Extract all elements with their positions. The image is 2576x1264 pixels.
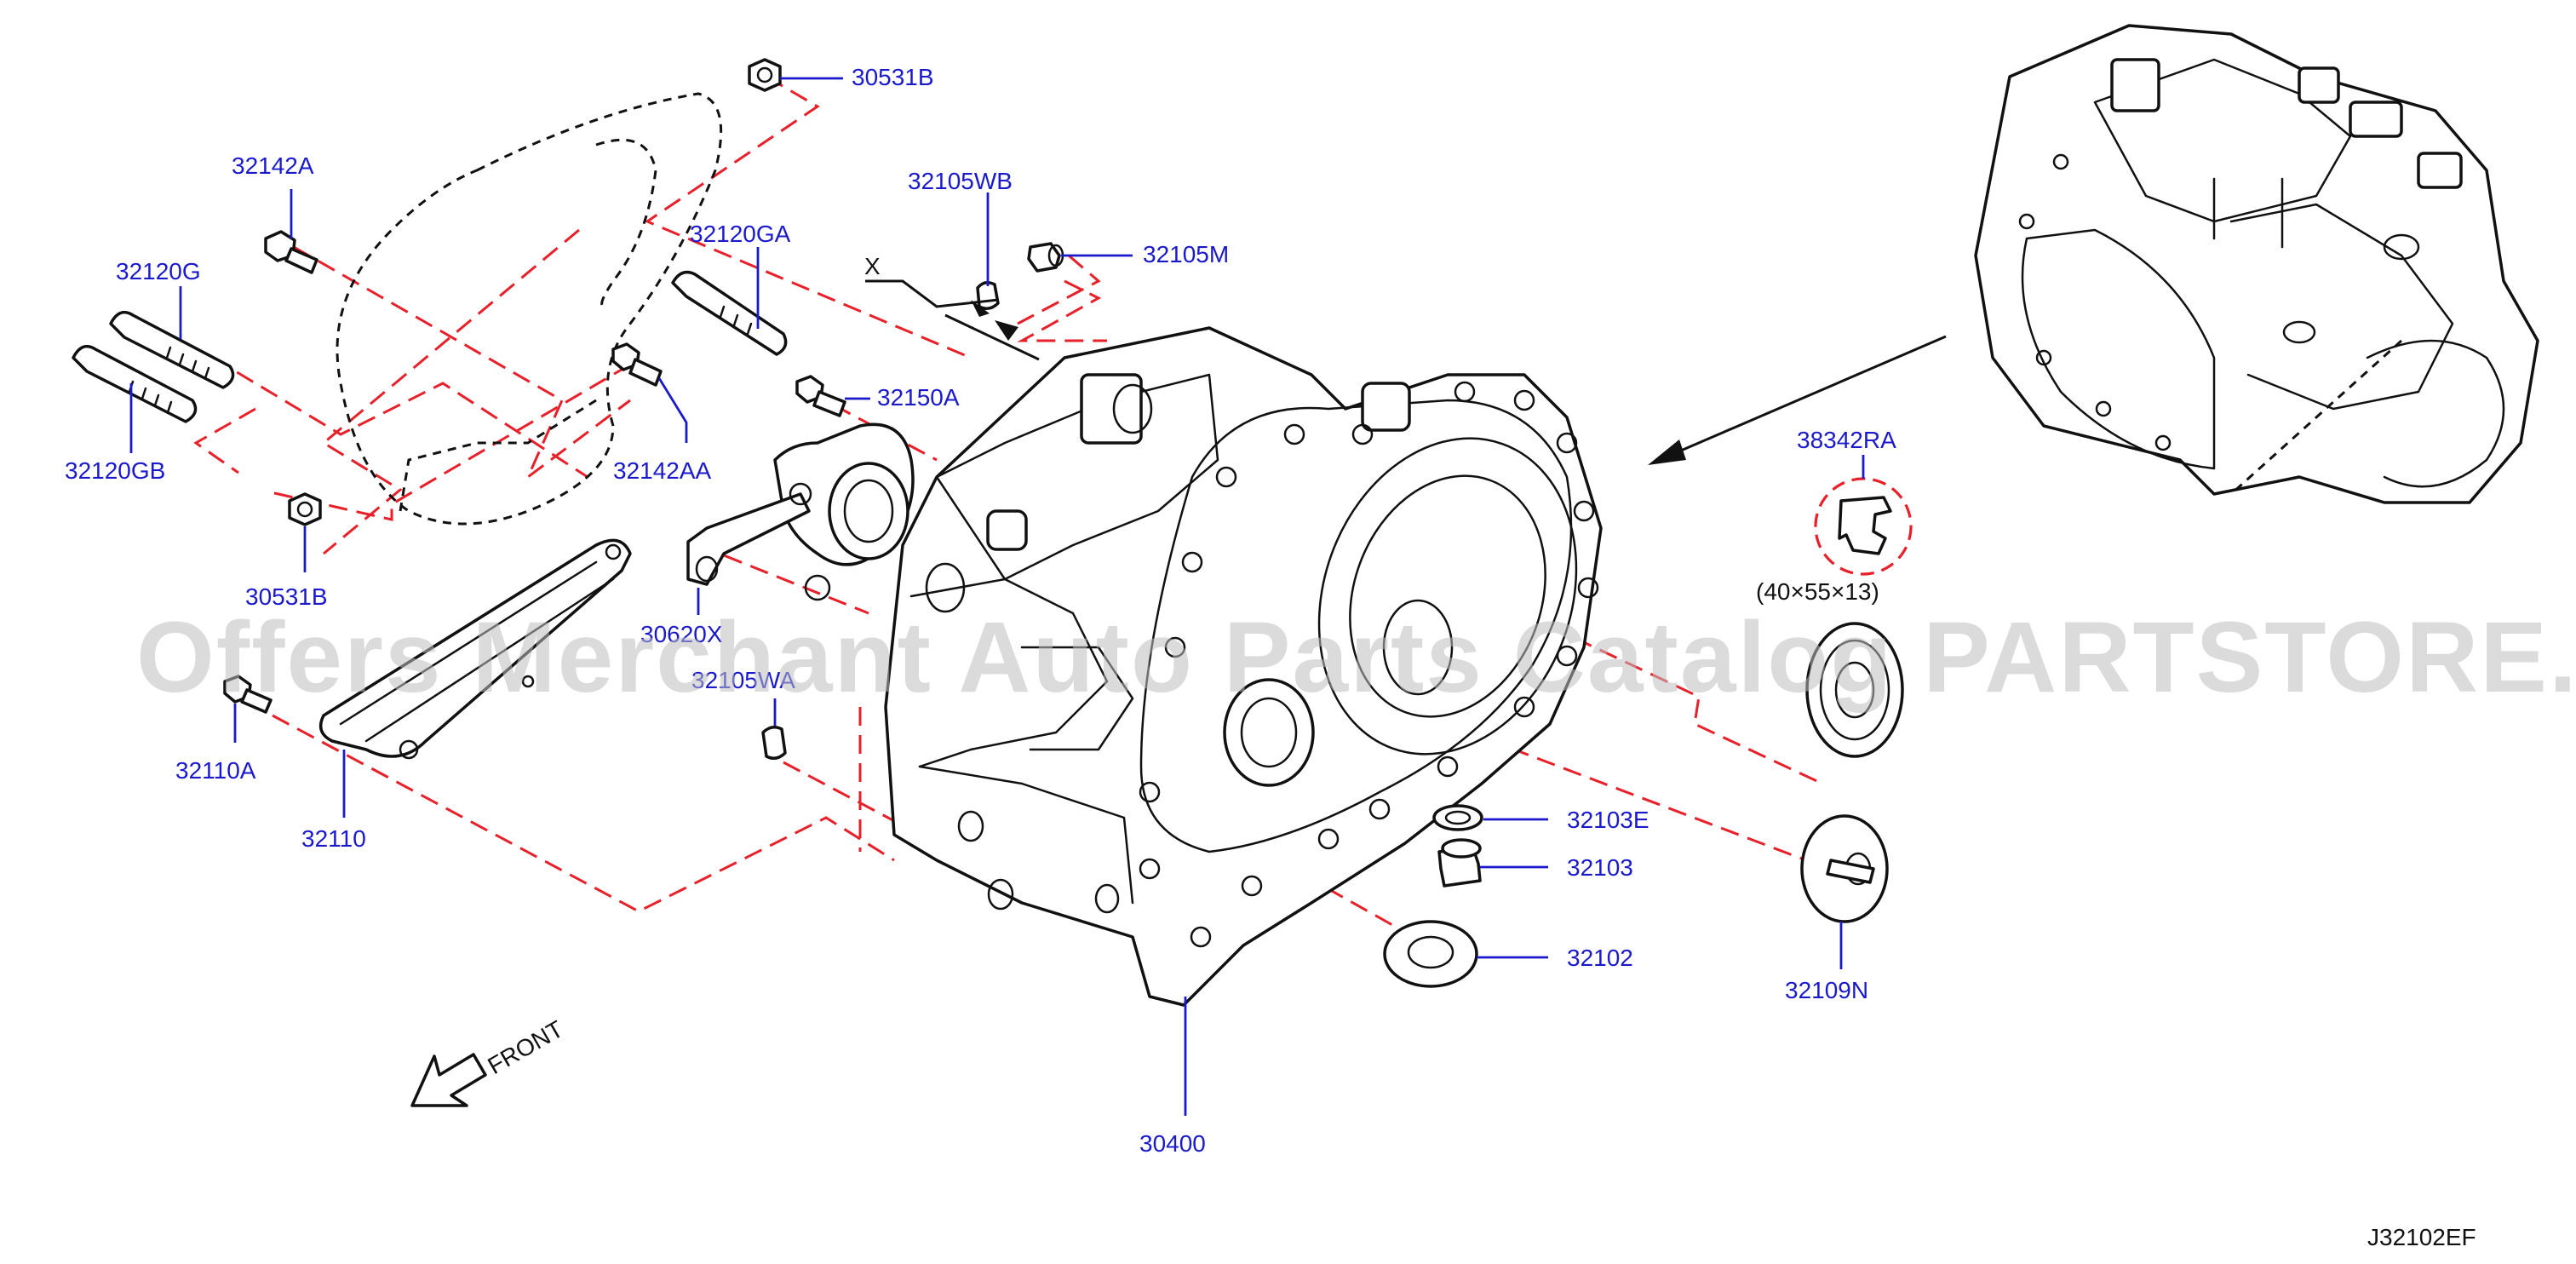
- label-32142AA: 32142AA: [613, 457, 712, 484]
- label-32109N: 32109N: [1785, 977, 1868, 1003]
- part-32110-cover-plate: [318, 538, 632, 760]
- x-marker-label: X: [864, 253, 881, 279]
- part-32103-drain-plug: [1437, 838, 1482, 888]
- x-marker-detail: X: [864, 253, 1040, 361]
- part-32110A-bolt: [223, 675, 273, 714]
- clutch-housing-outline-dotted: [336, 92, 723, 526]
- label-32150A: 32150A: [877, 384, 960, 411]
- label-32110: 32110: [301, 825, 366, 852]
- part-32120G-stud: [109, 310, 235, 389]
- diagram-code: J32102EF: [2367, 1224, 2476, 1250]
- part-38342RA-seal-detail: [1814, 477, 1913, 576]
- label-32105M: 32105M: [1143, 241, 1229, 267]
- label-30620X: 30620X: [640, 621, 723, 647]
- part-30531B-bottom-nut: [288, 492, 322, 526]
- part-30531B-top-nut: [748, 58, 782, 92]
- front-direction-indicator: FRONT: [410, 1015, 568, 1107]
- assembly-arrow: [1648, 335, 1947, 465]
- watermark-text: Offers Merchant Auto Parts Catalog PARTS…: [136, 601, 2576, 714]
- label-30400: 30400: [1139, 1130, 1206, 1157]
- assembled-transmission-illustration: [1974, 24, 2539, 504]
- part-30620X-release-bearing: [686, 422, 915, 601]
- part-32120GA-stud: [671, 270, 788, 356]
- seal-size-label: (40×55×13): [1756, 578, 1879, 605]
- part-labels: 30531B 32142A 32120G 32120GB 30531B 3212…: [65, 64, 1896, 1157]
- part-32109N-cap: [1800, 814, 1889, 923]
- front-label: FRONT: [484, 1015, 568, 1079]
- label-32120G: 32120G: [116, 258, 201, 284]
- part-32102-oil-seal: [1383, 920, 1478, 988]
- label-32142A: 32142A: [232, 152, 314, 179]
- part-32105WA-dowel: [761, 726, 787, 760]
- leader-lines: [129, 77, 1865, 1116]
- transmission-case-30400: [884, 326, 1603, 1007]
- label-30531B-top: 30531B: [852, 64, 934, 90]
- label-32120GB: 32120GB: [65, 457, 165, 484]
- label-32103E: 32103E: [1567, 807, 1649, 833]
- part-32105WB-dowel: [976, 281, 1000, 310]
- part-32109N-bearing: [1805, 622, 1904, 758]
- part-32150A-bolt: [795, 375, 846, 417]
- label-38342RA: 38342RA: [1797, 427, 1896, 453]
- label-32105WA: 32105WA: [691, 667, 795, 693]
- label-30531B-bottom: 30531B: [245, 583, 328, 610]
- label-32102: 32102: [1567, 945, 1633, 971]
- label-32110A: 32110A: [175, 757, 256, 784]
- part-32105M-plug: [1027, 242, 1064, 273]
- case-flange-bolt-holes: [1139, 381, 1599, 948]
- label-32105WB: 32105WB: [908, 168, 1013, 194]
- part-32142AA-bolt: [611, 342, 663, 387]
- label-32120GA: 32120GA: [690, 221, 791, 247]
- label-32103: 32103: [1567, 854, 1633, 881]
- part-32142A-bolt: [264, 230, 318, 274]
- part-32103E-washer: [1432, 804, 1483, 831]
- front-arrow-icon: [410, 1053, 487, 1107]
